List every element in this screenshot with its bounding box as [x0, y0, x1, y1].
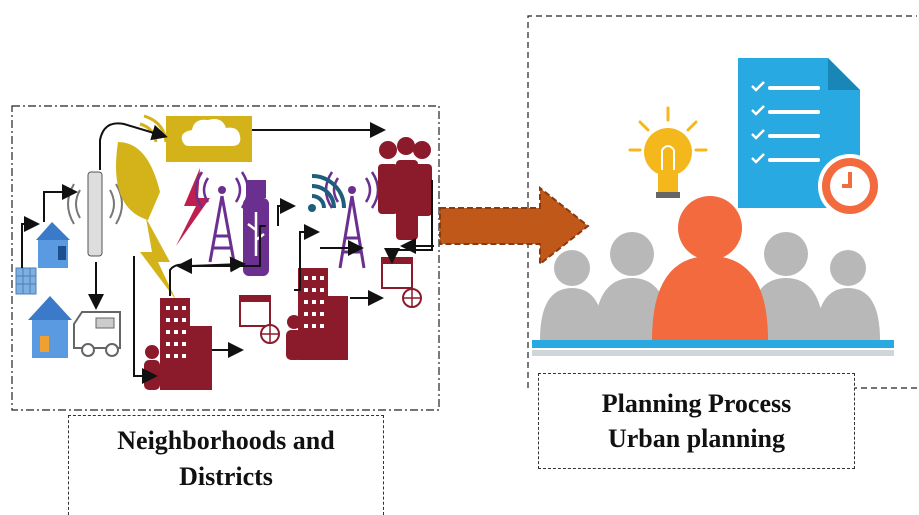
cloud-icon — [166, 116, 252, 162]
antenna-tower-icon — [324, 171, 380, 269]
clock-icon — [818, 154, 882, 218]
lightbulb-icon — [628, 106, 708, 198]
process-arrow — [439, 185, 590, 267]
planning-label-box: Planning Process Urban planning — [538, 373, 855, 469]
neighborhoods-label-line2: Districts — [179, 461, 273, 491]
web-network-icon — [239, 295, 280, 344]
router-icon — [67, 171, 123, 257]
people-group-icon — [378, 137, 432, 240]
neighborhoods-label-line1: Neighborhoods and — [117, 426, 335, 456]
lightning-icon — [140, 218, 176, 300]
left-panel-frame — [11, 105, 440, 411]
audience-icon — [540, 232, 880, 340]
antenna-tower-icon — [194, 171, 250, 263]
web-network-icon — [381, 257, 422, 308]
building-windows — [166, 276, 324, 358]
presenter-person-icon — [652, 196, 768, 340]
house-icon — [36, 222, 70, 268]
planning-label-line2: Urban planning — [607, 424, 786, 453]
neighborhoods-label-box: Neighborhoods and Districts — [68, 415, 384, 515]
van-icon — [73, 311, 121, 357]
lightning-icon — [176, 168, 210, 246]
building-icon — [160, 268, 348, 390]
connector-lines — [21, 122, 434, 384]
usb-icon — [243, 180, 269, 276]
wifi-icon — [308, 174, 346, 212]
smart-grid-icon — [15, 267, 37, 295]
stage-line — [532, 340, 894, 348]
stage-line — [532, 350, 894, 356]
planning-label-line1: Planning Process — [601, 388, 792, 418]
right-panel-frame — [527, 15, 917, 389]
satellite-dish-icon — [116, 114, 168, 220]
house-icon — [28, 296, 72, 358]
